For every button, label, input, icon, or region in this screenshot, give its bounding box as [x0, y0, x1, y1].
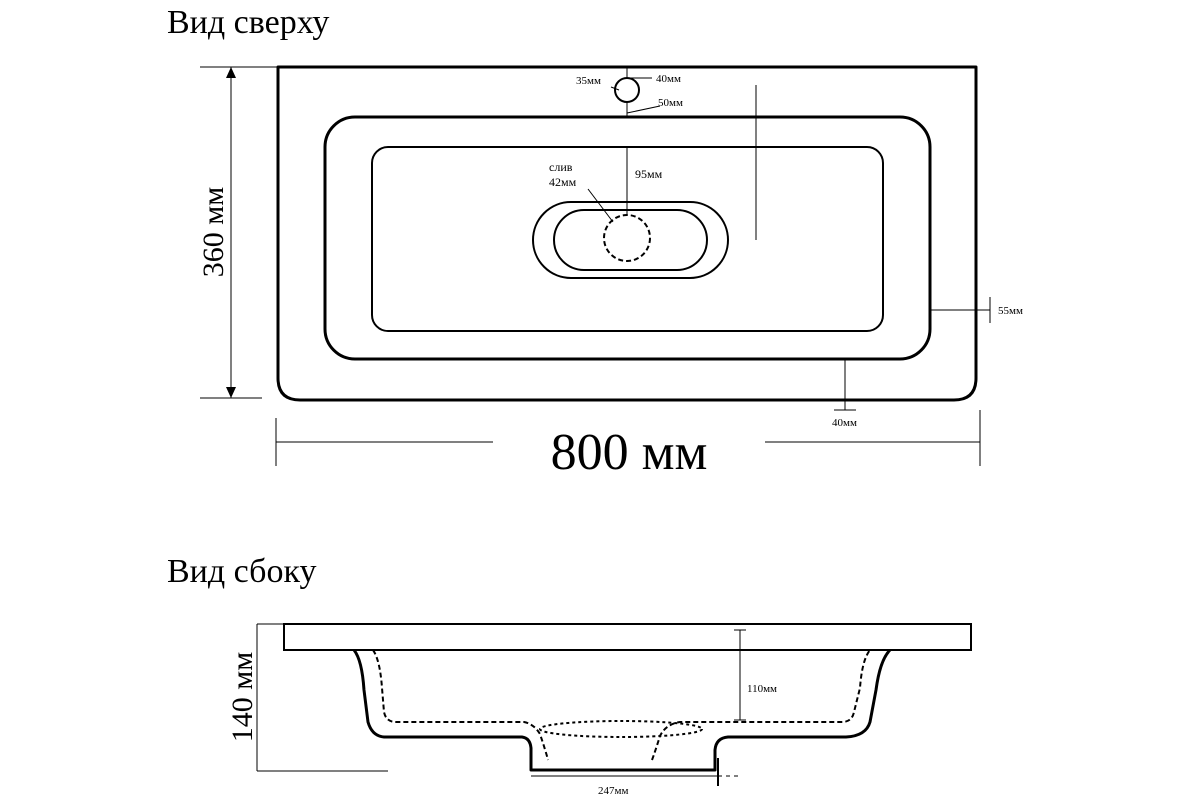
drain-diameter-leader [587, 188, 614, 223]
drain-recess-inner [553, 209, 708, 271]
tap-to-bowl-leader [626, 105, 661, 114]
top-view-title: Вид сверху [167, 4, 329, 41]
bowl-depth-label: 110мм [747, 683, 777, 695]
drain-recess-outer [532, 201, 729, 279]
side-margin-label: 55мм [998, 305, 1023, 317]
drain-offset-label: 95мм [635, 167, 663, 181]
height-label: 360 мм [197, 187, 230, 277]
height-arrow-top [226, 67, 236, 78]
drain-hole [603, 214, 651, 262]
front-margin-label: 40мм [832, 417, 857, 429]
drain-diameter-label: 42мм [549, 175, 577, 189]
tap-to-bowl-label: 50мм [658, 97, 683, 109]
countertop-slab-side-view [283, 623, 972, 651]
drain-label: слив [549, 160, 573, 174]
tap-offset-label: 40мм [656, 73, 681, 85]
base-width-label: 247мм [598, 785, 628, 797]
sink-outline-top-view [276, 65, 978, 402]
width-label: 800 мм [551, 424, 708, 481]
bowl-inner-profile [372, 649, 871, 761]
drain-outlet-ellipse [539, 720, 703, 738]
side-height-label: 140 мм [226, 652, 259, 742]
tap-diameter-leader [610, 86, 620, 91]
bowl-outer-profile [352, 648, 892, 772]
side-view-title: Вид сбоку [167, 553, 317, 590]
tap-diameter-label: 35мм [576, 75, 601, 87]
height-arrow-bottom [226, 387, 236, 398]
